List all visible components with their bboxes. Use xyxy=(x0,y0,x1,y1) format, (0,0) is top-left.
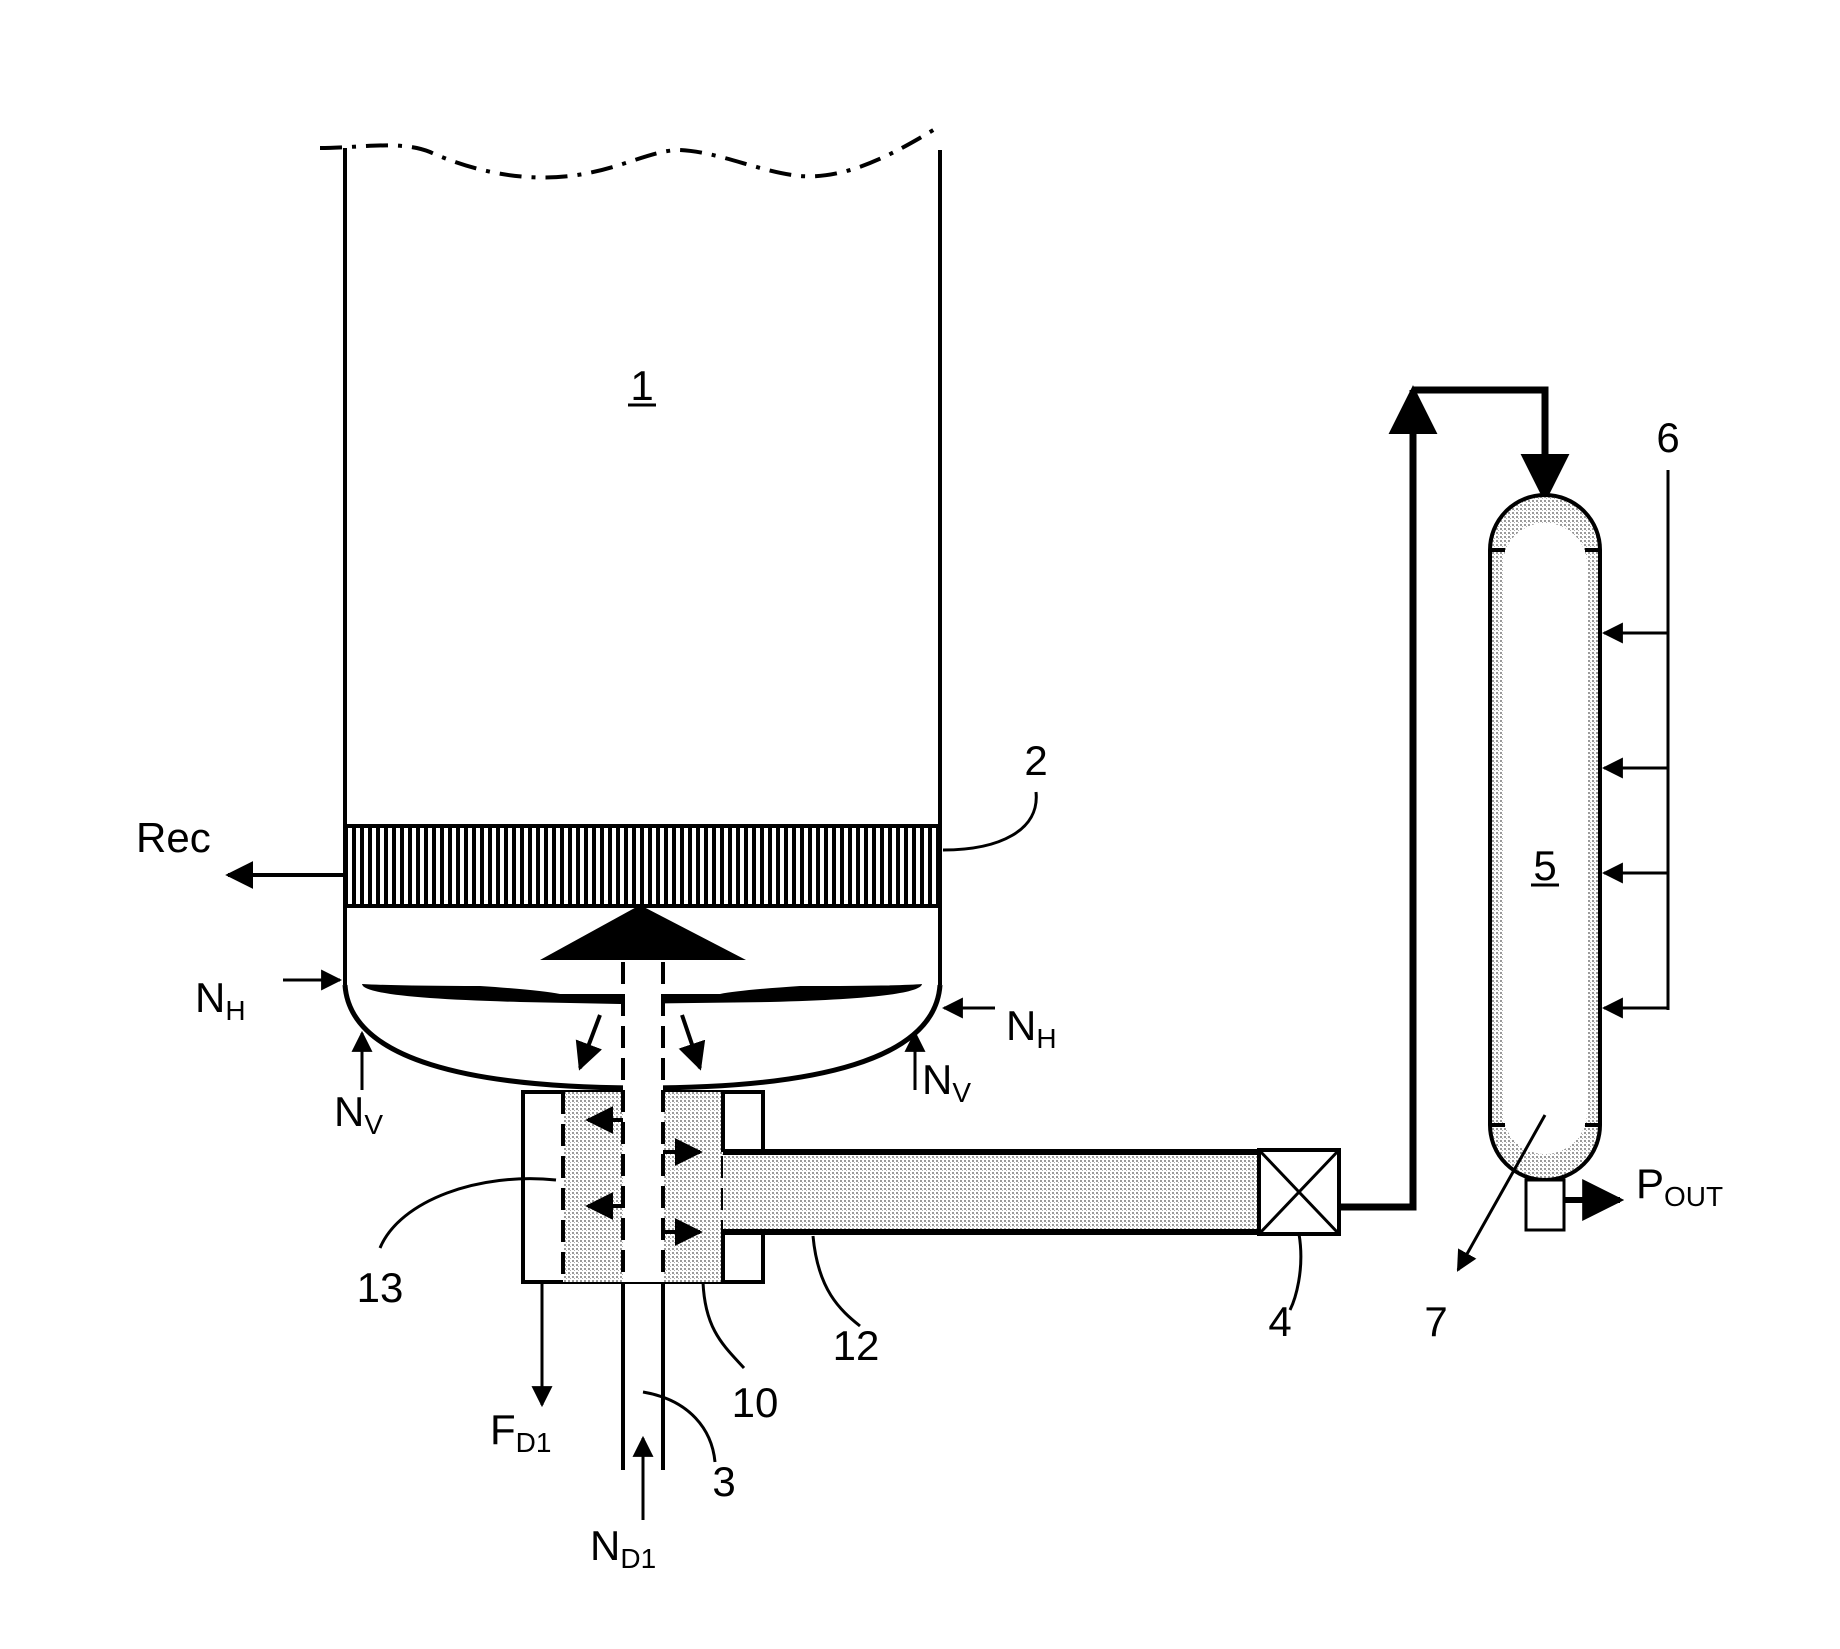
label-screen: 13 xyxy=(357,1264,404,1311)
label-chamber: 10 xyxy=(732,1379,779,1426)
label-nd1: ND1 xyxy=(590,1522,656,1574)
label-vessel: 5 xyxy=(1533,842,1556,889)
screen-fill-right xyxy=(663,1092,723,1282)
label-nv-right: NV xyxy=(922,1056,971,1108)
label-purge-line: 6 xyxy=(1656,414,1679,461)
grid-plate xyxy=(345,826,940,906)
label-rec: Rec xyxy=(136,814,211,861)
deflector-cone xyxy=(540,905,746,960)
label-tube: 3 xyxy=(712,1458,735,1505)
label-nh-right: NH xyxy=(1006,1002,1057,1054)
valve xyxy=(1259,1150,1339,1234)
label-nv-left: NV xyxy=(334,1088,383,1140)
leader-12 xyxy=(813,1236,860,1326)
leader-2 xyxy=(943,792,1036,850)
leader-3 xyxy=(643,1392,715,1462)
transfer-pipe xyxy=(723,1092,1259,1282)
label-vent: 7 xyxy=(1424,1298,1447,1345)
label-reactor: 1 xyxy=(630,362,653,409)
label-nh-left: NH xyxy=(195,974,246,1026)
cutoff-line xyxy=(320,126,940,178)
label-valve: 4 xyxy=(1268,1298,1291,1345)
reactor-vessel xyxy=(320,126,940,1088)
label-pout: POUT xyxy=(1636,1160,1723,1212)
leader-10 xyxy=(703,1282,744,1368)
label-pipe: 12 xyxy=(833,1322,880,1369)
label-fd1: FD1 xyxy=(490,1406,551,1458)
label-grid: 2 xyxy=(1024,737,1047,784)
purge-lines xyxy=(1604,470,1668,1010)
reference-labels: 1 2 5 6 13 10 12 4 7 3 xyxy=(357,362,1680,1505)
